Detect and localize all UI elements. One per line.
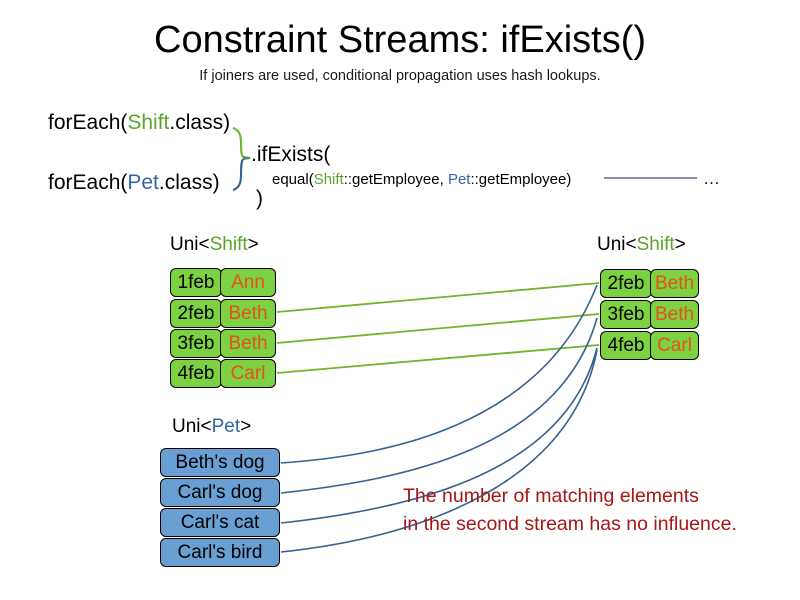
code-if-exists: .ifExists( xyxy=(251,143,331,166)
cell-name: Beth xyxy=(220,329,276,358)
code-foreach-pet: forEach(Pet.class) xyxy=(48,170,220,196)
list-item[interactable]: Beth's dog xyxy=(160,448,280,477)
table-row[interactable]: 3feb Beth xyxy=(600,300,699,329)
label-pet-type: Pet xyxy=(211,416,241,437)
code-foreach-shift-suffix: .class) xyxy=(169,111,231,134)
cell-name: Beth xyxy=(650,269,699,298)
wire-pet-carls-dog xyxy=(280,317,598,494)
code-foreach-shift-prefix: forEach( xyxy=(48,111,128,134)
table-row[interactable]: 4feb Carl xyxy=(170,359,276,388)
code-foreach-pet-type: Pet xyxy=(127,171,159,194)
cell-name: Ann xyxy=(220,268,276,297)
table-row[interactable]: 4feb Carl xyxy=(600,331,699,360)
cell-date: 1feb xyxy=(170,268,222,297)
table-row[interactable]: 2feb Beth xyxy=(600,269,699,298)
list-item[interactable]: Carl's dog xyxy=(160,478,280,507)
wire-shift-4feb xyxy=(276,344,600,374)
cell-pet-name: Carl's bird xyxy=(160,538,280,567)
cell-name: Beth xyxy=(220,299,276,328)
list-item[interactable]: Carl's cat xyxy=(160,508,280,537)
code-equal-joiner: equal(Shift::getEmployee, Pet::getEmploy… xyxy=(272,170,571,190)
code-foreach-pet-prefix: forEach( xyxy=(48,171,128,194)
code-close-paren: ) xyxy=(256,187,263,210)
label-pet-stream: Uni<Pet> xyxy=(172,415,251,439)
cell-date: 4feb xyxy=(600,331,652,360)
code-equal-pet-type: Pet xyxy=(447,171,471,188)
brace-lower-arm xyxy=(232,158,244,192)
code-foreach-pet-suffix: .class) xyxy=(158,171,220,194)
brace-upper-arm xyxy=(232,126,244,158)
cell-pet-name: Beth's dog xyxy=(160,448,280,477)
label-right-shift-stream: Uni<Shift> xyxy=(597,233,686,257)
page-subtitle: If joiners are used, conditional propaga… xyxy=(199,68,601,84)
table-row[interactable]: 1feb Ann xyxy=(170,268,276,297)
table-row[interactable]: 2feb Beth xyxy=(170,299,276,328)
cell-date: 3feb xyxy=(600,300,652,329)
code-equal-pet-method: ::getEmployee) xyxy=(470,171,572,188)
cell-date: 4feb xyxy=(170,359,222,388)
label-left-type: Shift xyxy=(209,234,248,255)
code-equal-shift-type: Shift xyxy=(313,171,344,188)
annotation-note: The number of matching elements in the s… xyxy=(403,482,737,538)
label-right-suffix: > xyxy=(674,234,686,255)
cell-pet-name: Carl's dog xyxy=(160,478,280,507)
cell-date: 2feb xyxy=(600,269,652,298)
cell-date: 3feb xyxy=(170,329,222,358)
label-left-prefix: Uni< xyxy=(170,234,210,255)
cell-name: Carl xyxy=(650,331,699,360)
wire-shift-2feb xyxy=(276,282,600,313)
label-right-type: Shift xyxy=(636,234,675,255)
label-pet-prefix: Uni< xyxy=(172,416,212,437)
code-equal-prefix: equal( xyxy=(272,171,314,188)
wire-shift-3feb xyxy=(276,313,600,344)
label-left-shift-stream: Uni<Shift> xyxy=(170,233,259,257)
page-title: Constraint Streams: ifExists() xyxy=(154,19,646,61)
label-left-suffix: > xyxy=(247,234,259,255)
code-equal-shift-method: ::getEmployee, xyxy=(343,171,448,188)
code-foreach-shift-type: Shift xyxy=(127,111,170,134)
cell-pet-name: Carl's cat xyxy=(160,508,280,537)
cell-name: Beth xyxy=(650,300,699,329)
annotation-line-2: in the second stream has no influence. xyxy=(403,513,737,535)
cell-name: Carl xyxy=(220,359,276,388)
code-ellipsis: … xyxy=(703,169,720,188)
cell-date: 2feb xyxy=(170,299,222,328)
list-item[interactable]: Carl's bird xyxy=(160,538,280,567)
table-row[interactable]: 3feb Beth xyxy=(170,329,276,358)
annotation-line-1: The number of matching elements xyxy=(403,485,699,507)
wire-pet-beths-dog xyxy=(280,284,598,464)
label-right-prefix: Uni< xyxy=(597,234,637,255)
label-pet-suffix: > xyxy=(240,416,252,437)
brace-tip xyxy=(242,156,251,160)
code-foreach-shift: forEach(Shift.class) xyxy=(48,110,230,136)
